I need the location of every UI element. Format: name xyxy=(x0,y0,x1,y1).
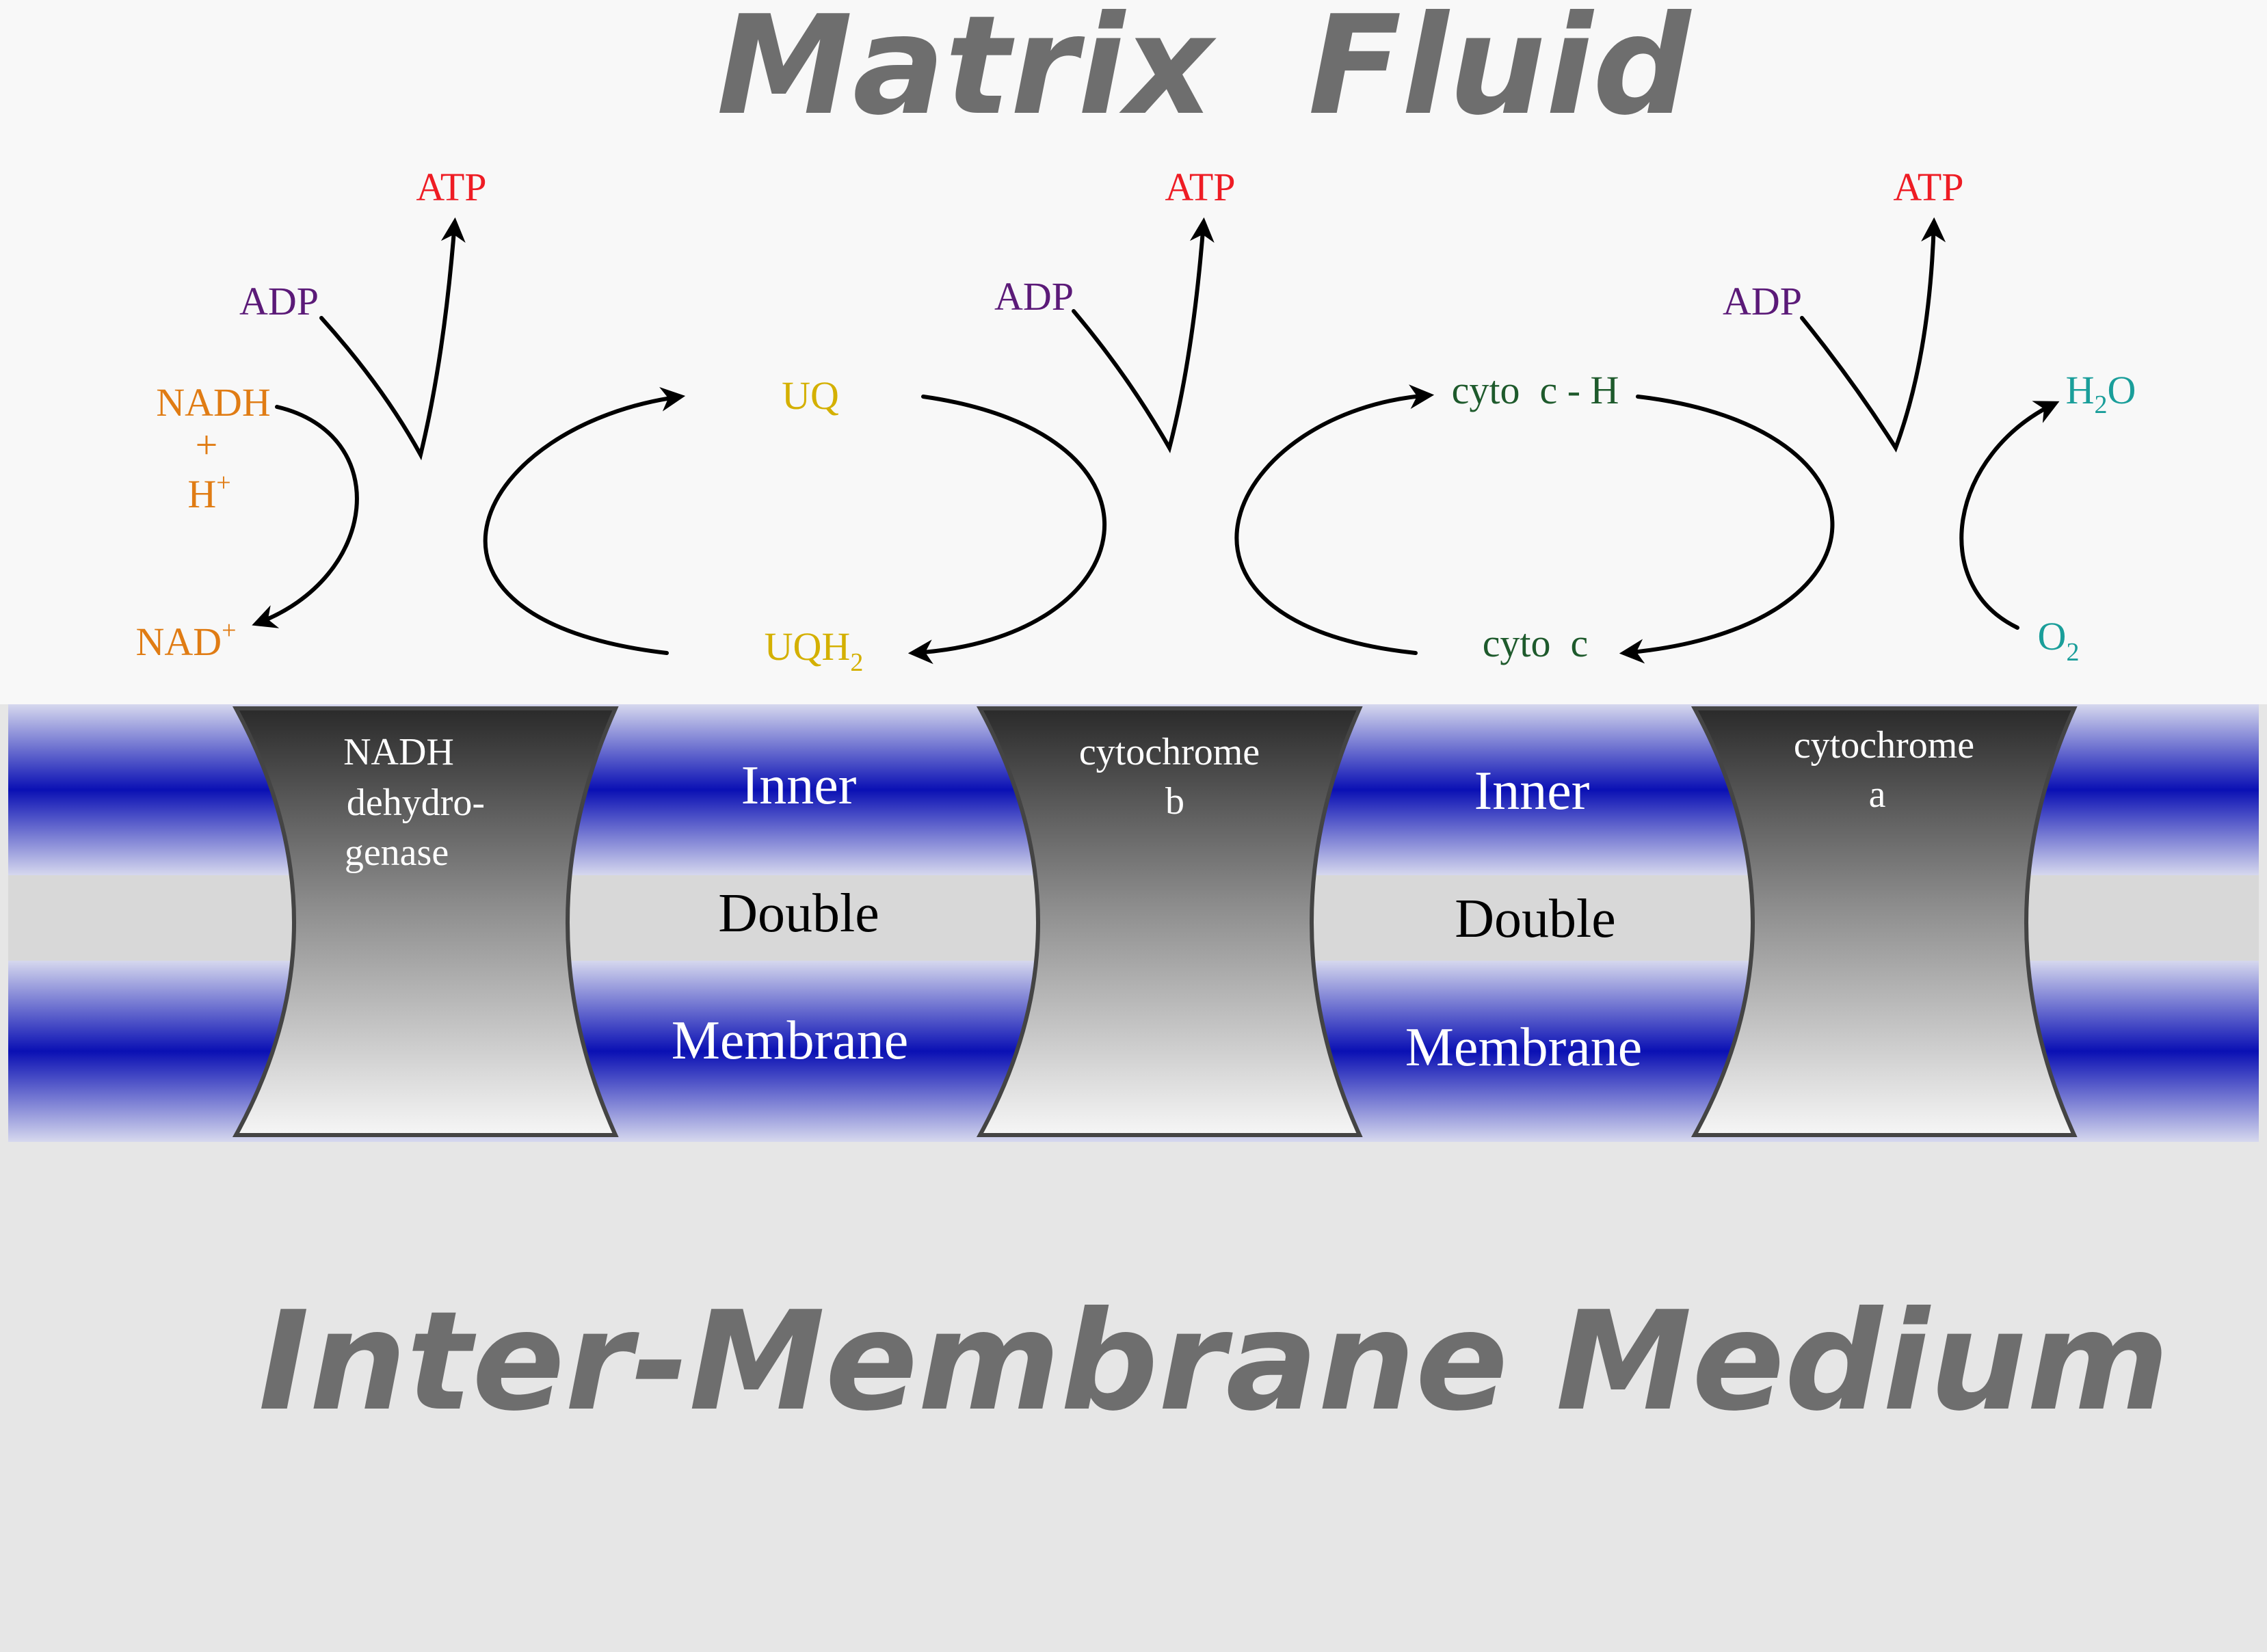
complex-label-genase: genase xyxy=(345,831,449,874)
uq-to-uqh2-arrow xyxy=(907,395,1106,665)
membrane-label-membrane: Membrane xyxy=(1405,1017,1643,1078)
adp-label: ADP xyxy=(1723,279,1802,323)
adp-to-atp-arrow xyxy=(319,217,466,461)
oxygen-to-water-arrow xyxy=(1959,401,2060,630)
cytochrome-a-complex xyxy=(1691,706,2078,1137)
nadh-label: NADH xyxy=(156,380,271,425)
adp-to-atp-arrow xyxy=(1800,217,1946,453)
complex-label-dehydro: dehydro- xyxy=(347,782,485,824)
matrix-fluid-title: Matrix Fluid xyxy=(717,0,1692,146)
electron-loop-arrow xyxy=(1234,384,1435,655)
membrane-label-double: Double xyxy=(718,883,879,944)
adp-label: ADP xyxy=(994,274,1074,319)
complex-label-nadh: NADH xyxy=(343,731,454,773)
plus-sign: + xyxy=(196,423,218,467)
atp-label: ATP xyxy=(1165,165,1235,209)
complex-label-cytochrome: cytochrome xyxy=(1794,724,1974,767)
complex-label-cytochrome: cytochrome xyxy=(1079,731,1260,773)
atp-label: ATP xyxy=(1893,165,1963,209)
complex-label-b: b xyxy=(1165,780,1184,823)
nadh-to-nad-arrow xyxy=(252,405,359,628)
cyto-c-h-to-cyto-c-arrow xyxy=(1619,395,1835,664)
cytochrome-b-complex xyxy=(976,706,1363,1137)
uq-label: UQ xyxy=(782,373,839,418)
membrane-label-membrane: Membrane xyxy=(672,1011,909,1071)
oxygen-label: O2 xyxy=(2038,614,2080,667)
cyto-c-label: cyto c xyxy=(1483,621,1589,665)
uqh2-label: UQH2 xyxy=(765,624,864,677)
intermembrane-medium-title: Inter-Membrane Medium xyxy=(258,1282,2169,1441)
nadh-dehydrogenase-complex xyxy=(232,706,619,1137)
proton-label: H+ xyxy=(187,468,230,516)
membrane-label-inner: Inner xyxy=(741,756,857,816)
reaction-arrows xyxy=(252,217,2060,665)
atp-label: ATP xyxy=(416,165,486,209)
electron-loop-arrow xyxy=(483,386,686,655)
complex-label-a: a xyxy=(1869,773,1886,816)
membrane-label-inner: Inner xyxy=(1474,761,1590,821)
water-label: H2O xyxy=(2066,368,2136,419)
nad-plus-label: NAD+ xyxy=(135,616,236,664)
matrix-fluid-region xyxy=(0,0,2267,704)
membrane-label-double: Double xyxy=(1455,889,1616,949)
cyto-c-h-label: cyto c - H xyxy=(1452,368,1619,412)
adp-label: ADP xyxy=(239,279,319,323)
adp-to-atp-arrow xyxy=(1072,217,1215,453)
